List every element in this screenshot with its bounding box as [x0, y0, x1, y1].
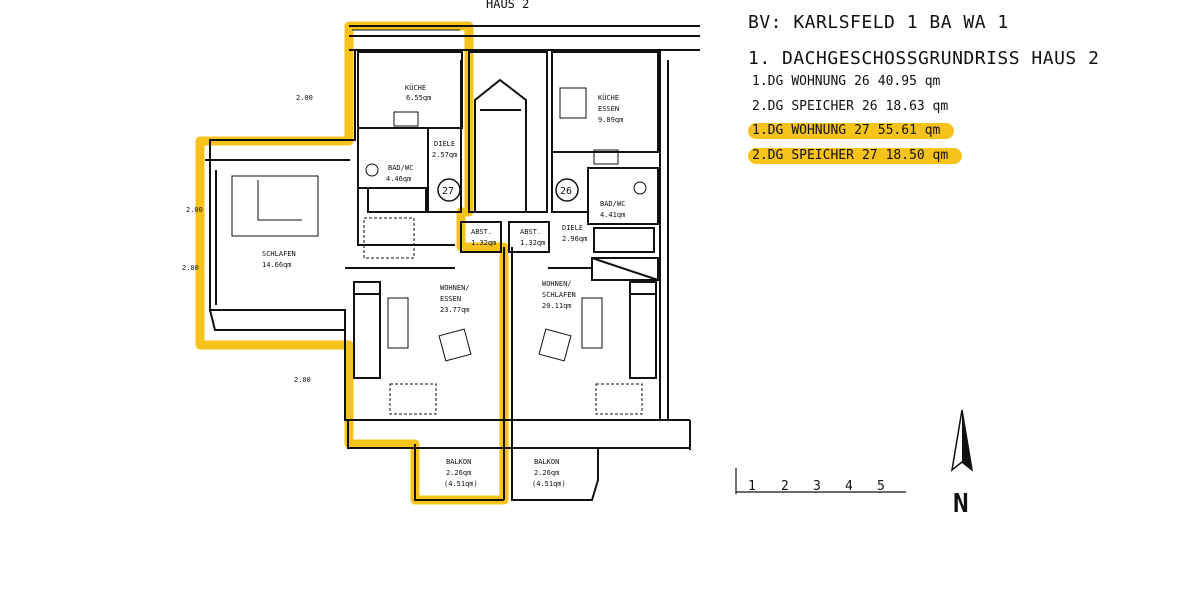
project-title: BV: KARLSFELD 1 BA WA 1 — [748, 12, 1009, 33]
room-area: 2.26qm — [534, 469, 559, 477]
room-label: KÜCHE — [405, 83, 426, 92]
room-area: 2.26qm — [446, 469, 471, 477]
room-area: 2.57qm — [432, 151, 457, 159]
dim-label: 2.00 — [296, 94, 313, 102]
room-label: BALKON — [534, 458, 559, 466]
room-area: 6.55qm — [406, 94, 431, 102]
room-label: WOHNEN/ — [542, 280, 572, 288]
room-area: 4.41qm — [600, 211, 625, 219]
dim-label: 2.00 — [186, 206, 203, 214]
scale-label: 5 — [877, 479, 885, 494]
room-area-2: (4.51qm) — [444, 480, 478, 488]
room-area: 4.46qm — [386, 175, 411, 183]
scale-label: 2 — [781, 479, 789, 494]
room-label: DIELE — [434, 140, 455, 148]
furniture — [231, 87, 647, 415]
room-label: DIELE — [562, 224, 583, 232]
scale-label: 4 — [845, 479, 853, 494]
scale-bar — [735, 468, 906, 494]
north-label: N — [953, 489, 969, 519]
room-area: 1.32qm — [471, 239, 496, 247]
room-area: 1.32qm — [520, 239, 545, 247]
room-label: ABST. — [471, 228, 492, 236]
room-label-2: SCHLAFEN — [542, 291, 576, 299]
north-arrow-icon — [950, 409, 974, 472]
plan-top-label: HAUS 2 — [486, 0, 529, 11]
room-area: 20.11qm — [542, 302, 572, 310]
room-label-2: ESSEN — [598, 105, 619, 113]
svg-text:26: 26 — [560, 186, 572, 197]
plan-subtitle: 1. DACHGESCHOSSGRUNDRISS HAUS 2 — [748, 48, 1100, 69]
scale-label: 1 — [748, 479, 756, 494]
room-area: 14.66qm — [262, 261, 292, 269]
room-label-2: ESSEN — [440, 295, 461, 303]
svg-text:27: 27 — [442, 186, 454, 197]
room-label: WOHNEN/ — [440, 284, 470, 292]
room-label: BAD/WC — [600, 200, 625, 208]
room-label: BALKON — [446, 458, 471, 466]
dim-label: 2.00 — [294, 376, 311, 384]
unit-marker-26: 26 — [555, 178, 579, 202]
walls — [205, 25, 700, 501]
room-label: KÜCHE — [598, 93, 619, 102]
room-area: 23.77qm — [440, 306, 470, 314]
room-label: SCHLAFEN — [262, 250, 296, 258]
room-area: 9.89qm — [598, 116, 623, 124]
unit-27-highlight — [195, 21, 509, 505]
room-area: 2.96qm — [562, 235, 587, 243]
unit-marker-27: 27 — [437, 178, 461, 202]
scale-label: 3 — [813, 479, 821, 494]
room-label: BAD/WC — [388, 164, 413, 172]
room-area-2: (4.51qm) — [532, 480, 566, 488]
dim-label: 2.00 — [182, 264, 199, 272]
room-label: ABST. — [520, 228, 541, 236]
